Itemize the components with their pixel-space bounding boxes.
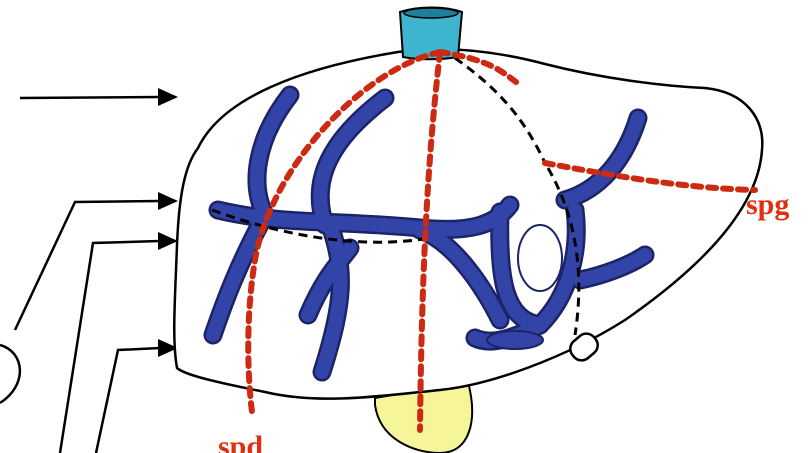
pointer-arrows [0, 97, 160, 453]
arrow-curve-fragment [0, 345, 20, 403]
vena-cava-opening [404, 8, 458, 18]
portal-vein-loop [518, 225, 562, 291]
arrow-lower-left [96, 348, 160, 453]
label-spg: spg [746, 188, 789, 221]
arrow-upper-left [15, 201, 160, 330]
arrow-middle-left [60, 241, 160, 453]
portal-vein-trunk [487, 331, 543, 349]
arrow-top [20, 97, 160, 98]
label-spd: spd [218, 430, 263, 453]
